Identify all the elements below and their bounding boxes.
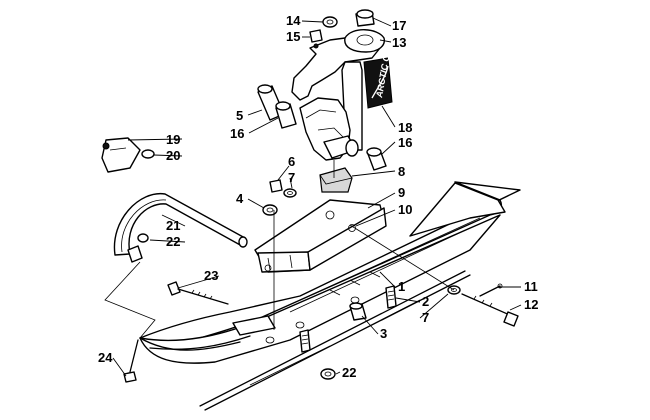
callout-12: 12 (524, 297, 538, 312)
callout-9: 9 (398, 185, 405, 200)
callout-15: 15 (286, 29, 300, 44)
callout-17: 17 (392, 18, 406, 33)
spindle-bolt (447, 283, 519, 327)
callout-19: 19 (166, 132, 180, 147)
callout-2: 2 (422, 294, 429, 309)
callout-3: 3 (380, 326, 387, 341)
callout-22-upper: 22 (166, 234, 180, 249)
handle-bracket (101, 137, 155, 173)
callout-labels: 14 17 15 13 5 16 18 19 20 16 6 7 8 4 9 1… (98, 13, 538, 380)
bolt-23 (167, 281, 229, 305)
bolt-24 (123, 339, 139, 383)
wear-pad (319, 167, 353, 193)
nuts-22 (137, 233, 336, 380)
callout-14: 14 (286, 13, 301, 28)
callout-10: 10 (398, 202, 412, 217)
leader-lines (112, 17, 522, 377)
ski-saddle (254, 199, 387, 273)
bushings (257, 84, 387, 171)
callout-20: 20 (166, 148, 180, 163)
callout-16-upper: 16 (230, 126, 244, 141)
callout-8: 8 (398, 164, 405, 179)
callout-18: 18 (398, 120, 412, 135)
callout-23: 23 (204, 268, 218, 283)
callout-22-lower: 22 (342, 365, 356, 380)
callout-16-lower: 16 (398, 135, 412, 150)
spindle-nut-washer (269, 179, 297, 198)
callout-4: 4 (236, 191, 244, 206)
callout-21: 21 (166, 218, 180, 233)
spindle: ARCTIC CAT (291, 29, 394, 161)
callout-5: 5 (236, 108, 243, 123)
callout-7-lower: 7 (422, 310, 429, 325)
lock-nut-4 (262, 204, 278, 216)
ski (139, 181, 521, 411)
ski-handle (113, 193, 248, 263)
alignment-lines (104, 160, 455, 339)
callout-11: 11 (524, 279, 538, 294)
callout-6: 6 (288, 154, 295, 169)
callout-13: 13 (392, 35, 406, 50)
callout-7-upper: 7 (288, 170, 295, 185)
callout-1: 1 (398, 279, 405, 294)
callout-24: 24 (98, 350, 113, 365)
